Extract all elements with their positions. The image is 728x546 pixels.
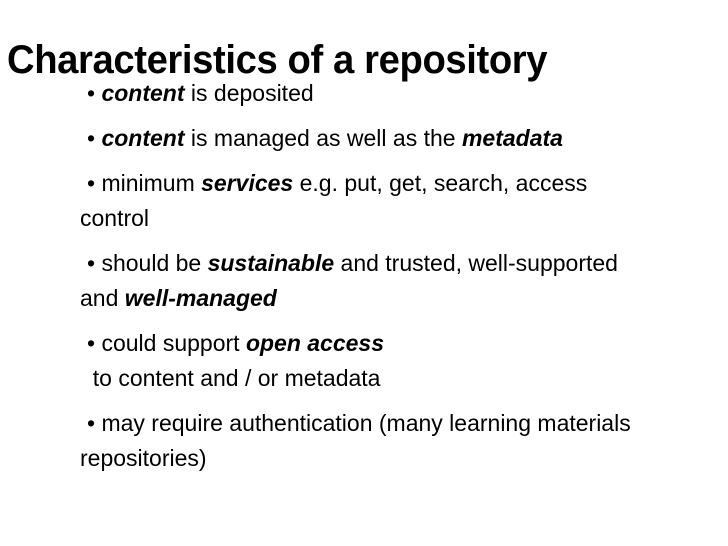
bullet-text: and trusted, well-supported and	[80, 250, 618, 311]
bullet-text: to content and / or metadata	[80, 365, 381, 391]
emphasized-term: open access	[245, 330, 385, 356]
emphasized-term: content	[101, 80, 185, 106]
bullet-list: • content is deposited• content is manag…	[80, 76, 648, 476]
bullet-point-icon: •	[87, 250, 96, 276]
list-item: • could support open access to content a…	[80, 326, 648, 396]
bullet-point-icon: •	[87, 330, 96, 356]
bullet-text: may require authentication (many learnin…	[80, 410, 631, 471]
bullet-text: is managed as well as the	[184, 125, 462, 151]
list-item: • content is deposited	[80, 76, 648, 111]
bullet-point-icon: •	[87, 80, 96, 106]
list-item: • may require authentication (many learn…	[80, 406, 648, 476]
emphasized-term: well-managed	[124, 285, 277, 311]
bullet-text: is deposited	[184, 80, 314, 106]
bullet-text: e.g. put, get, search, access control	[80, 170, 588, 231]
bullet-text: could support	[101, 330, 246, 356]
emphasized-term: sustainable	[207, 250, 335, 276]
emphasized-term: content	[101, 125, 185, 151]
bullet-text: should be	[101, 250, 208, 276]
bullet-point-icon: •	[87, 410, 96, 436]
emphasized-term: services	[201, 170, 294, 196]
bullet-point-icon: •	[87, 170, 96, 196]
emphasized-term: metadata	[461, 125, 563, 151]
page-title: Characteristics of a repository	[7, 37, 548, 82]
list-item: • minimum services e.g. put, get, search…	[80, 166, 648, 236]
list-item: • content is managed as well as the meta…	[80, 121, 648, 156]
list-item: • should be sustainable and trusted, wel…	[80, 246, 648, 316]
bullet-point-icon: •	[87, 125, 96, 151]
bullet-text: minimum	[101, 170, 202, 196]
